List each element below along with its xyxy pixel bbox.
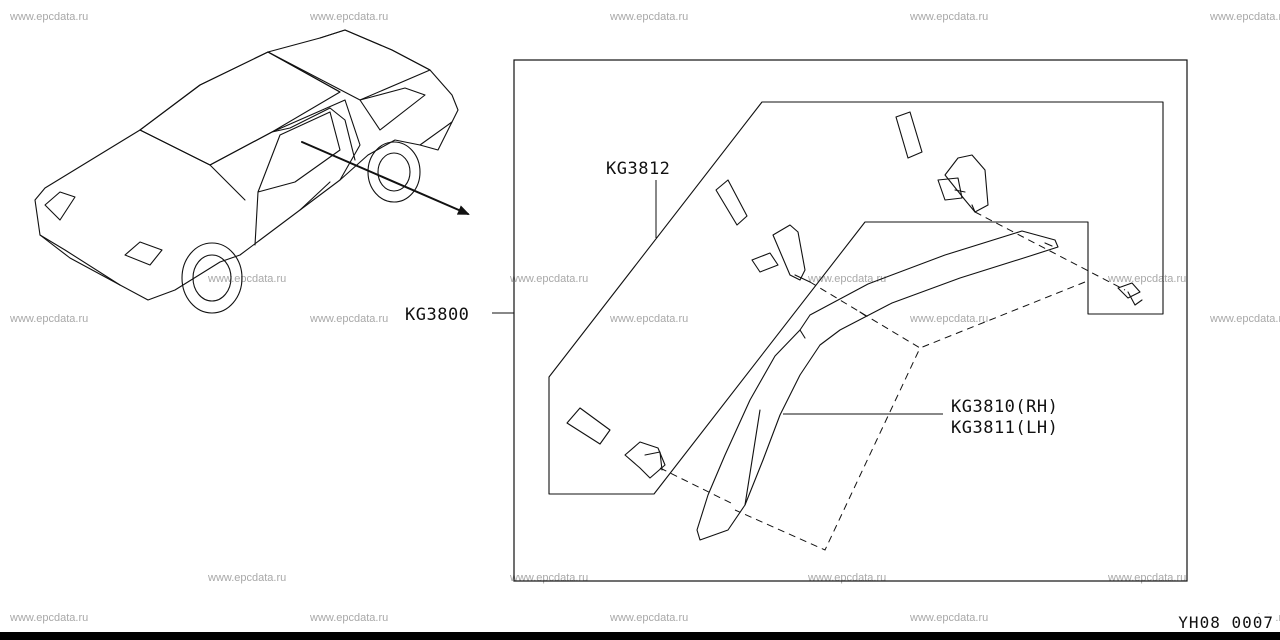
watermark: www.epcdata.ru	[609, 313, 688, 325]
watermark: www.epcdata.ru	[207, 273, 286, 285]
watermark: www.epcdata.ru	[609, 11, 688, 23]
watermark: www.epcdata.ru	[807, 572, 886, 584]
pillar-garnish	[696, 230, 1059, 541]
watermark: www.epcdata.ru	[509, 273, 588, 285]
watermark: www.epcdata.ru	[309, 11, 388, 23]
watermark: www.epcdata.ru	[1209, 11, 1280, 23]
watermark: www.epcdata.ru	[909, 11, 988, 23]
clip-lower-left	[624, 441, 666, 479]
callout-kg3812: KG3812	[606, 159, 670, 179]
watermark-layer: www.epcdata.ru www.epcdata.ru www.epcdata.…	[9, 11, 1280, 624]
callout-kg3811-lh: KG3811(LH)	[951, 418, 1058, 438]
assembly-frame	[513, 59, 1188, 582]
watermark: www.epcdata.ru	[9, 11, 88, 23]
watermark: www.epcdata.ru	[807, 273, 886, 285]
watermark: www.epcdata.ru	[509, 572, 588, 584]
clip-middle	[751, 224, 811, 283]
watermark: www.epcdata.ru	[1107, 273, 1186, 285]
car-illustration	[34, 29, 470, 314]
clip-screw	[1117, 282, 1143, 306]
callout-kg3800: KG3800	[405, 305, 469, 325]
watermark: www.epcdata.ru	[909, 313, 988, 325]
watermark: www.epcdata.ru	[1209, 313, 1280, 325]
assembly-dashed-lines	[659, 211, 1126, 551]
diagram-code: YH08 0007	[1176, 613, 1276, 632]
watermark: www.epcdata.ru	[309, 313, 388, 325]
pads	[566, 111, 923, 445]
watermark: www.epcdata.ru	[609, 612, 688, 624]
watermark: www.epcdata.ru	[309, 612, 388, 624]
leader-lines	[492, 180, 943, 415]
watermark: www.epcdata.ru	[1107, 572, 1186, 584]
watermark: www.epcdata.ru	[207, 572, 286, 584]
watermark: www.epcdata.ru	[9, 612, 88, 624]
callout-kg3810-rh: KG3810(RH)	[951, 397, 1058, 417]
view-arrow	[301, 141, 470, 215]
upper-part-outline	[548, 101, 1164, 495]
watermark: www.epcdata.ru	[9, 313, 88, 325]
bottom-bar	[0, 632, 1280, 640]
clip-upper-right	[937, 154, 989, 213]
watermark: www.epcdata.ru	[909, 612, 988, 624]
